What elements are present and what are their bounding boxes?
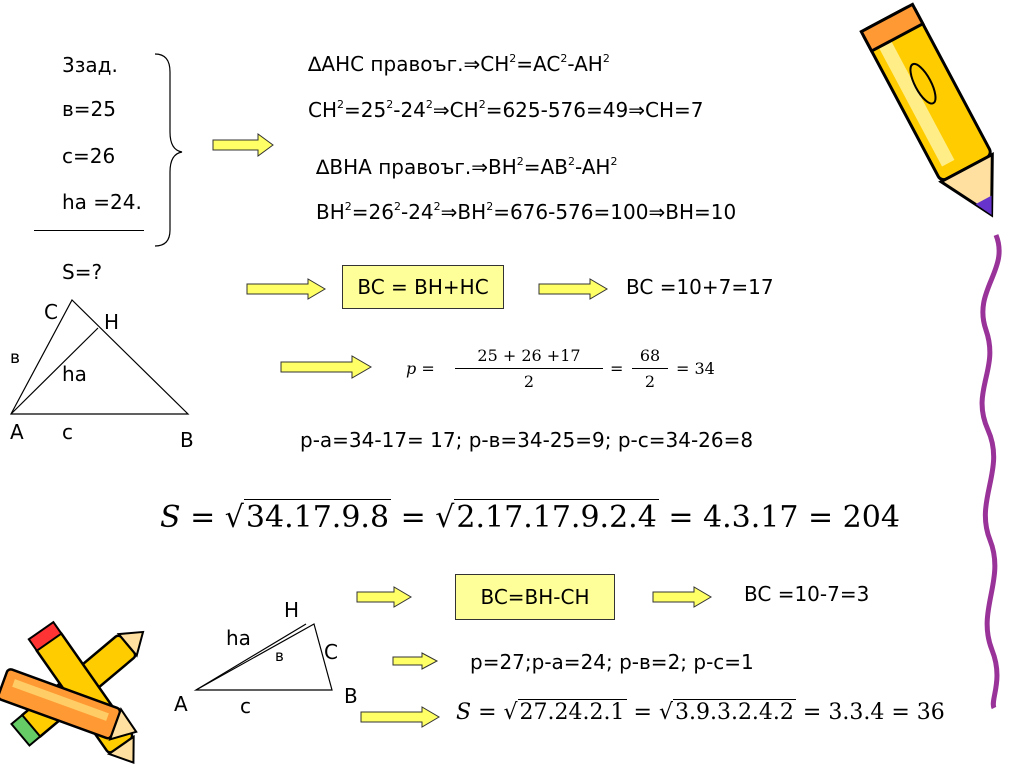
tri2-label-bb: B	[344, 684, 358, 708]
case1-area-formula: S = √34.17.9.8 = √2.17.17.9.2.4 = 4.3.17…	[160, 499, 900, 535]
wavy-line-decoration	[979, 234, 1002, 710]
tri1-label-bb: B	[180, 428, 194, 452]
given-ha: hа =24.	[62, 190, 142, 214]
arrow-case2-box	[356, 586, 412, 608]
given-c: с=26	[62, 144, 116, 168]
arrow-case2-result	[652, 586, 712, 608]
tri2-label-h: H	[284, 598, 300, 622]
p-denominator: 2	[523, 372, 535, 391]
tri1-label-b: в	[10, 348, 21, 368]
p-lhs: p =	[406, 359, 435, 378]
pencils-icon	[0, 620, 145, 764]
p-value: = 34	[676, 359, 715, 378]
pencil-icon	[859, 2, 994, 218]
p-numerator: 25 + 26 +17	[477, 346, 581, 365]
tri1-label-ha: ha	[62, 362, 87, 386]
p-equals: =	[610, 359, 624, 378]
find-s: S=?	[62, 260, 103, 284]
tri1-label-h: H	[104, 310, 120, 334]
arrow-case1-p	[280, 355, 372, 379]
p-numerator2: 68	[639, 346, 661, 365]
case2-area-formula: S = √27.24.2.1 = √3.9.3.2.4.2 = 3.3.4 = …	[456, 699, 945, 725]
case2-p-line: р=27;р-а=24; р-в=2; р-с=1	[470, 650, 754, 674]
tri1-label-side-c: с	[62, 420, 73, 444]
tri1-label-a: A	[10, 420, 24, 444]
arrow-given	[212, 133, 274, 157]
arrow-case1-result	[538, 278, 608, 300]
p-fraction-bar	[455, 368, 603, 369]
case2-result: BC =10-7=3	[744, 582, 870, 606]
tri2-label-side-c: с	[240, 694, 251, 718]
arrow-case1-box	[246, 278, 326, 300]
eq-ch: CH2=252-242⇒CH2=625-576=49⇒CH=7	[308, 98, 704, 122]
case1-differences: р-а=34-17= 17; р-в=34-25=9; р-с=34-26=8	[300, 428, 754, 452]
tri1-label-c: C	[44, 300, 58, 324]
eq-bh: BH2=262-242⇒BH2=676-576=100⇒BH=10	[316, 200, 737, 224]
tri2-label-a: A	[174, 692, 188, 716]
tri2-label-c: C	[324, 640, 338, 664]
arrow-case2-s	[360, 706, 440, 728]
case2-formula-box: BC=BH-CH	[455, 574, 615, 620]
curly-brace	[154, 53, 183, 247]
case1-result: BC =10+7=17	[626, 275, 774, 299]
p-fraction-bar2	[632, 368, 668, 369]
eq-ahc: ∆AHC правоъг.⇒CH2=AC2-AH2	[308, 52, 610, 76]
tri2-label-b: в	[275, 647, 284, 665]
case1-formula-box: BC = BH+HC	[342, 265, 504, 309]
task-number: 3зад.	[62, 53, 118, 77]
arrow-case2-p	[392, 652, 439, 670]
divider-line	[34, 230, 144, 231]
tri2-label-ha: ha	[226, 626, 251, 650]
p-denominator2: 2	[644, 372, 656, 391]
eq-bha: ∆BHA правоъг.⇒BH2=AB2-AH2	[316, 155, 618, 179]
given-b: в=25	[62, 97, 116, 121]
